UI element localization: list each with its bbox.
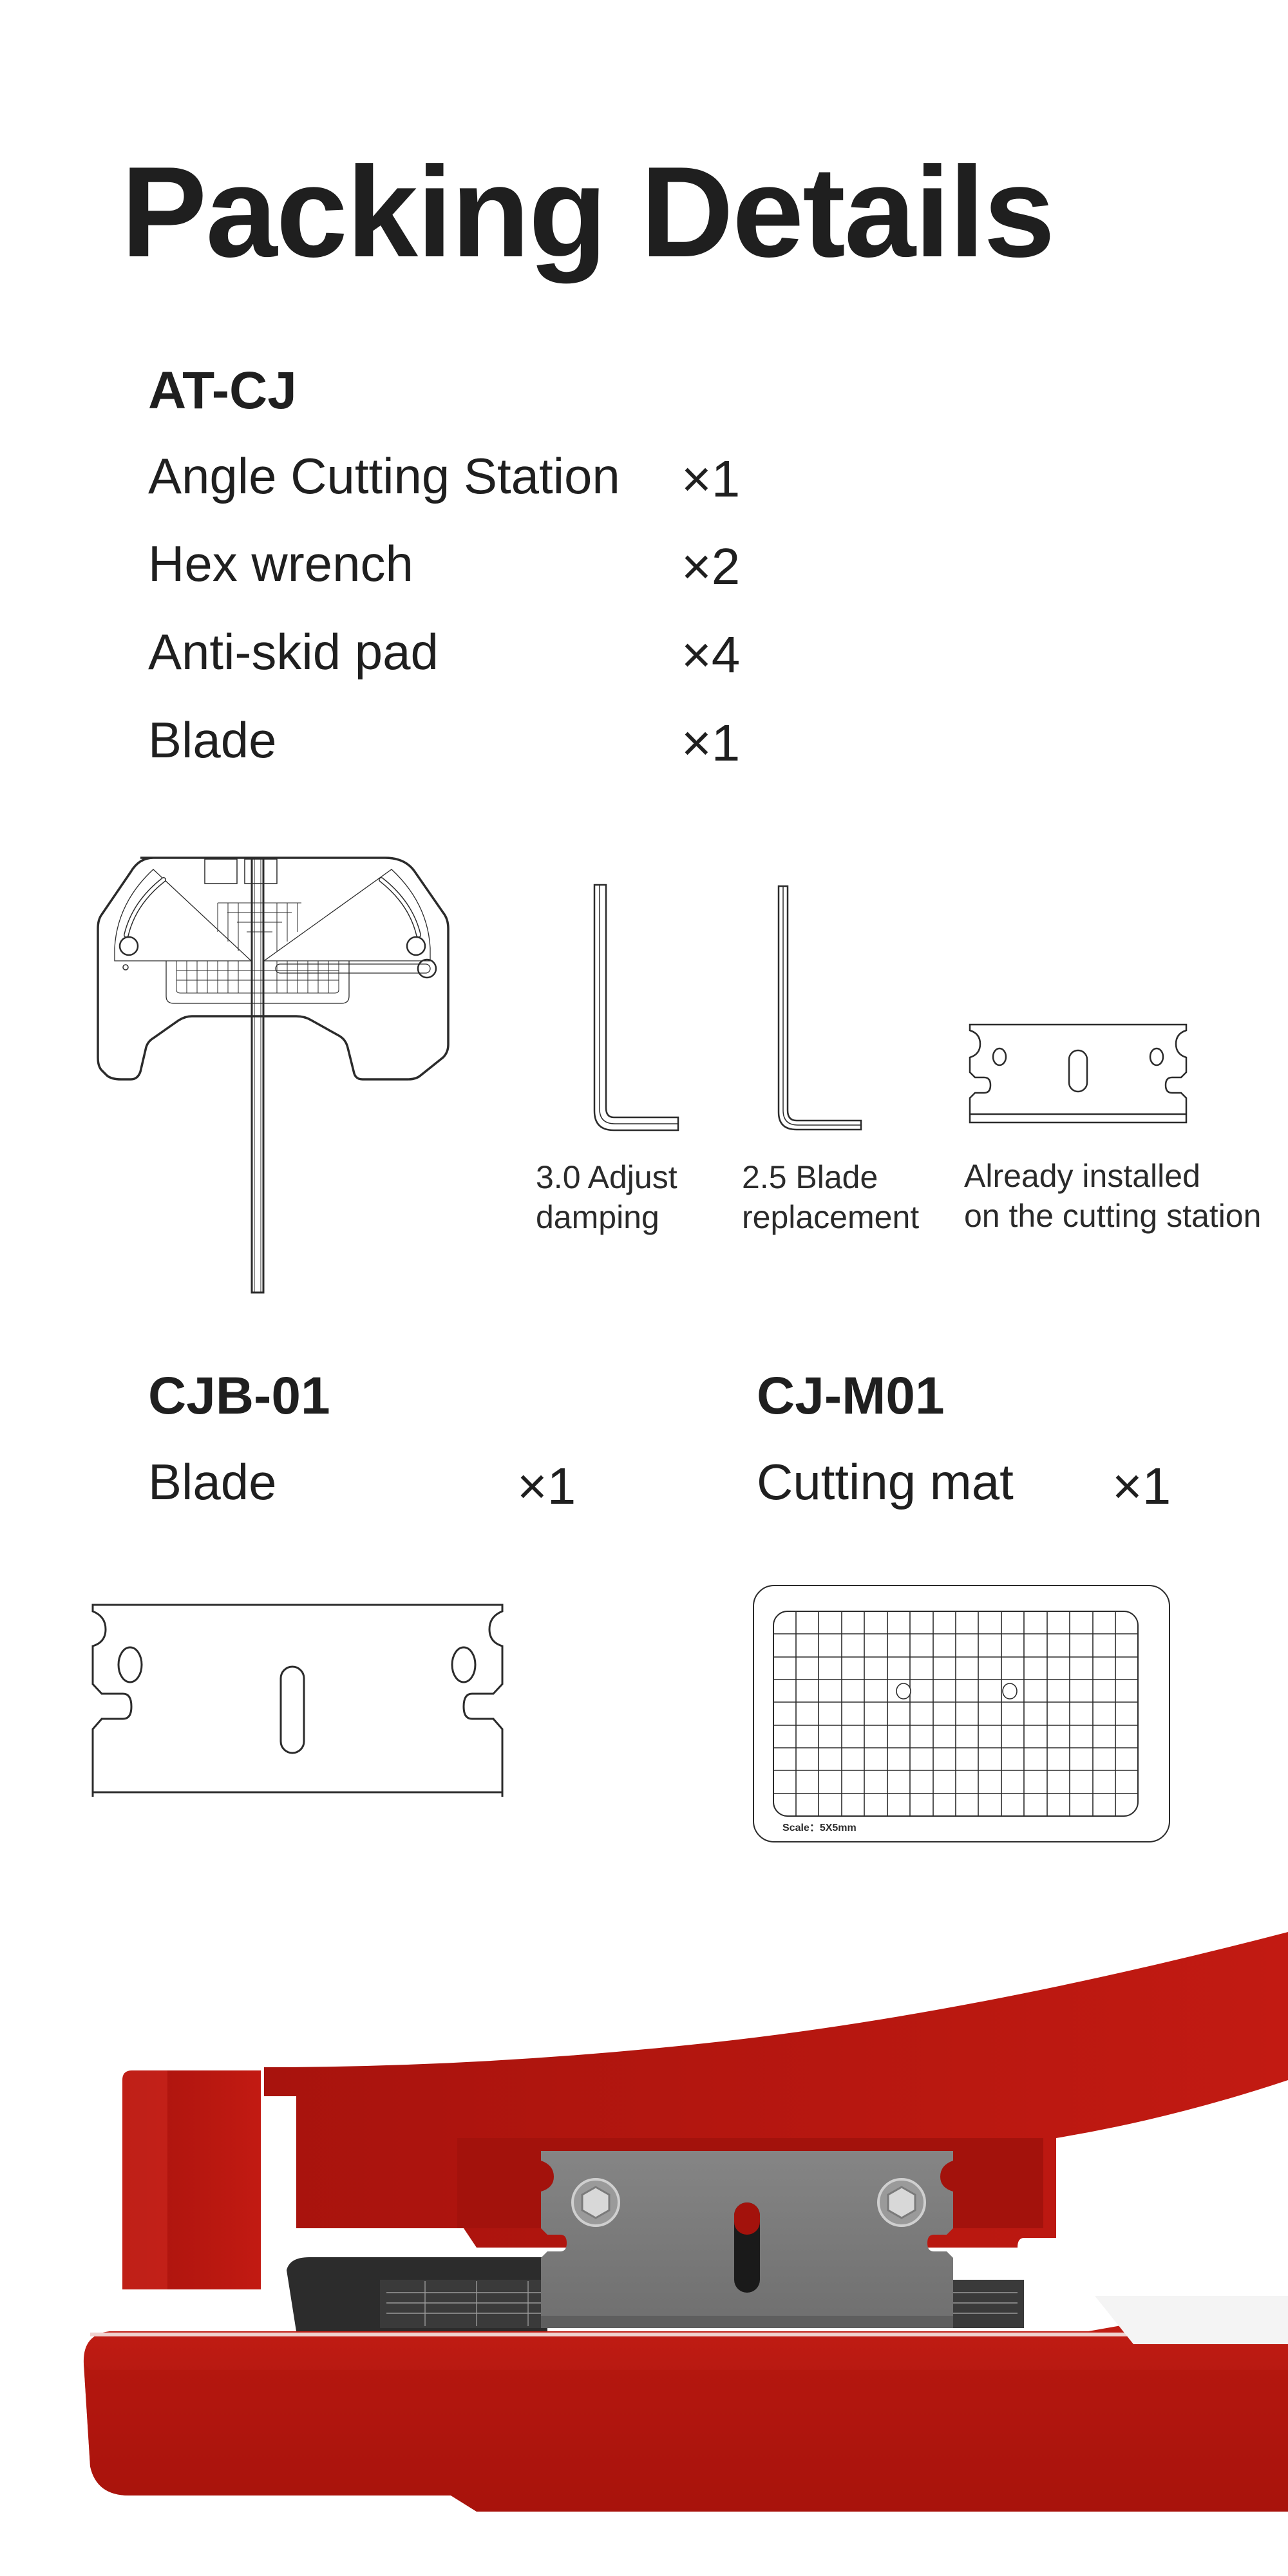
caption-line: 3.0 Adjust [536, 1159, 677, 1195]
item-qty: ×1 [681, 450, 741, 507]
hex-wrench-3-0-icon [583, 882, 686, 1133]
item-name: Angle Cutting Station [148, 448, 620, 504]
item-name: Cutting mat [757, 1454, 1014, 1510]
caption-line: replacement [742, 1199, 920, 1235]
item-qty: ×1 [681, 714, 741, 772]
page-title: Packing Details [121, 140, 1055, 284]
item-name: Blade [148, 1454, 277, 1510]
angle-cutting-station-photo-icon [0, 1868, 1288, 2576]
caption-hex-wrench-2-5: 2.5 Blade replacement [742, 1157, 919, 1237]
caption-line: 2.5 Blade [742, 1159, 878, 1195]
model-heading-at-cj: AT-CJ [148, 361, 297, 420]
caption-blade: Already installed on the cutting station [964, 1156, 1261, 1236]
item-qty: ×1 [517, 1457, 576, 1515]
angle-cutting-station-icon [95, 851, 462, 1296]
item-qty: ×4 [681, 626, 741, 683]
caption-line: Already installed [964, 1158, 1200, 1194]
caption-hex-wrench-3-0: 3.0 Adjust damping [536, 1157, 677, 1237]
item-name: Blade [148, 712, 277, 768]
caption-line: on the cutting station [964, 1198, 1262, 1234]
model-heading-cj-m01: CJ-M01 [757, 1367, 945, 1425]
model-heading-cjb-01: CJB-01 [148, 1367, 330, 1425]
item-name: Hex wrench [148, 535, 413, 592]
item-qty: ×2 [681, 538, 741, 595]
blade-large-icon [77, 1578, 515, 1797]
blade-icon [966, 1021, 1191, 1130]
item-name: Anti-skid pad [148, 623, 439, 680]
item-qty: ×1 [1112, 1457, 1171, 1515]
mat-scale-label: Scale：5X5mm [782, 1823, 857, 1833]
caption-line: damping [536, 1199, 659, 1235]
hex-wrench-2-5-icon [770, 884, 873, 1135]
cutting-mat-icon: Scale：5X5mm [752, 1584, 1171, 1845]
